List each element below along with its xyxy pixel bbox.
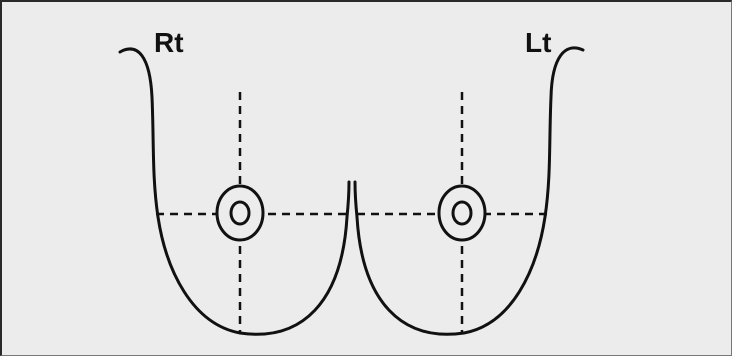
left-nipple-ring [451,200,473,226]
label-rt: Rt [154,27,184,58]
right-areola [215,184,265,242]
right-nipple-ring [229,200,251,226]
left-areola [437,184,487,242]
right-breast-outline [118,47,351,336]
label-lt: Lt [525,27,551,58]
left-breast-outline [353,46,585,336]
